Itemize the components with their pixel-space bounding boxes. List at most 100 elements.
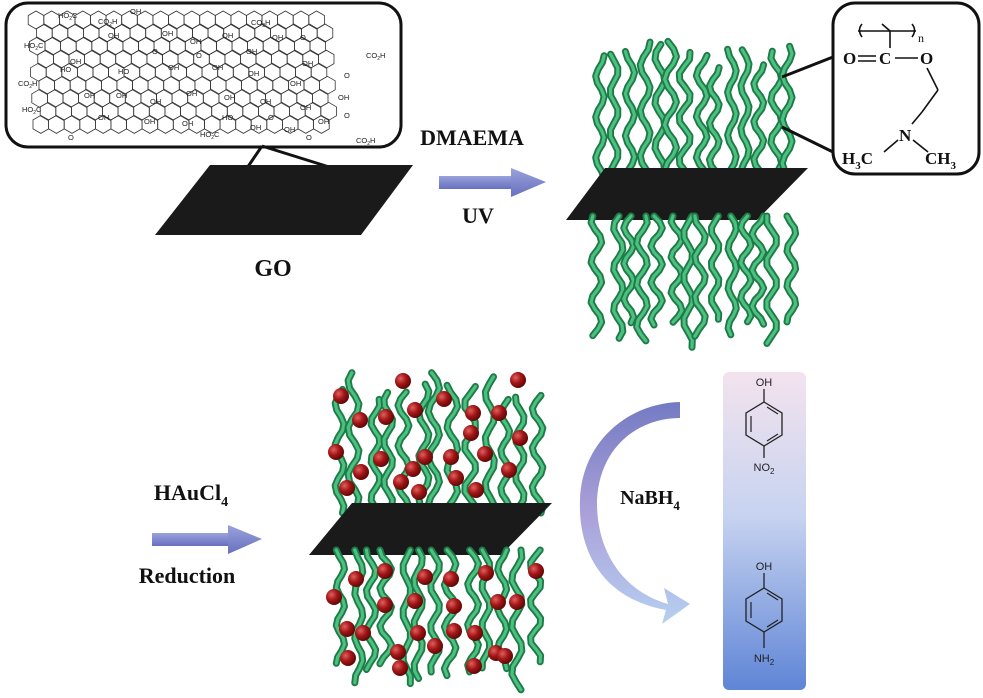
polymer-chain-highlight [649,214,664,327]
gold-nanoparticle [392,660,408,676]
polymer-chain-highlight [750,214,766,326]
polymer-chain-highlight [709,214,721,321]
carbonyl-carbon: C [879,49,891,68]
methyl-right: CH3 [925,149,957,172]
go-hexagon-ring [320,101,337,121]
polymer-chain-highlight [693,214,707,338]
polymer-chain-highlight [514,395,526,515]
go-hexagon-ring [317,49,335,69]
polymer-chain-highlight [635,214,649,343]
gold-nanoparticle [427,638,443,654]
polymer-chain-highlight [445,383,460,515]
polymer-chain-highlight [739,214,753,324]
step2-arrow [152,525,262,554]
reaction-panel-background [723,372,806,690]
gold-nanoparticle [395,373,411,389]
polymer-chain-highlight [623,49,637,180]
go-functional-group-label: OH [130,7,141,16]
go-functional-group-label: OH [162,29,173,38]
gold-nanoparticle [373,451,389,467]
au-brush-lower-chains [332,546,545,694]
gold-nanoparticle [390,644,406,660]
gold-nanoparticle [333,388,349,404]
gold-nanoparticle [407,402,423,418]
gold-nanoparticle [352,412,368,428]
gold-nanoparticle [405,461,421,477]
go-functional-group-label: OH [70,57,81,66]
polymer-chain-highlight [426,371,441,515]
go-functional-group-label: OH [338,93,349,102]
go-hexagon-ring [308,10,325,30]
polymer-chain-highlight [726,47,738,180]
go-sheet [155,165,413,235]
gold-nanoparticle [468,482,484,498]
go-hexagon-ring [311,88,329,108]
polymer-chain-highlight [663,39,678,180]
gold-nanoparticle [353,464,369,480]
go-functional-group-label: O [306,133,312,142]
uv-label: UV [462,203,494,228]
polymer-chain-highlight [364,548,378,672]
nitro-group: NO2 [754,462,776,476]
polymer-chain-highlight [612,214,625,340]
go-functional-group-label: O [152,47,158,56]
polymer-chain-highlight [694,53,709,180]
go-functional-group-label: OH [260,97,271,106]
go-functional-group-label: OH [108,31,119,40]
polymer-chain-highlight [765,214,778,345]
polymer-chain-highlight [682,214,694,349]
gold-nanoparticle [355,625,371,641]
go-functional-group-label: OH [246,47,257,56]
gold-nanoparticle [340,650,356,666]
go-functional-group-label: HO2C [22,105,42,116]
go-functional-group-label: CO2H [98,17,117,28]
nitrophenol-hydroxyl: OH [756,377,773,389]
gold-nanoparticle [378,409,394,425]
nitrophenol-reduction-panel: OH NO2 OH NH2 [723,372,806,690]
gold-nanoparticle [339,480,355,496]
go-functional-group-label: OH [212,63,223,72]
gold-nanoparticle [466,658,482,674]
catalysis-curved-arrow [579,402,690,624]
go-functional-group-label: HO2C [24,41,44,52]
go-sheet-au-hybrid [309,503,552,555]
go-functional-group-label: OH [144,117,155,126]
go-functional-group-label: HO [222,113,233,122]
go-functional-group-label: OH [182,119,193,128]
polymer-chain-highlight [530,393,545,515]
gold-nanoparticle [417,449,433,465]
go-functional-group-label: HO [118,67,129,76]
gold-nanoparticle [436,391,452,407]
polymer-chain-highlight [369,397,382,515]
gold-nanoparticle [528,563,544,579]
polymer-chain-highlight [780,44,794,180]
amine-group: NH2 [754,653,775,667]
reduction-label: Reduction [139,563,236,588]
polymer-chain-highlight [653,42,667,180]
polymer-chain-highlight [707,66,721,180]
gold-nanoparticle [377,597,393,613]
go-functional-group-label: OH [190,37,201,46]
polymer-chain-highlight [669,214,684,324]
gold-nanoparticle [411,484,427,500]
go-functional-group-label: OH [290,79,301,88]
gold-nanoparticle [446,598,462,614]
go-functional-group-label: O [344,111,350,120]
gold-nanoparticle [491,405,507,421]
gold-nanoparticle [510,372,526,388]
go-functional-group-label: OH [222,31,233,40]
gold-nanoparticle [463,425,479,441]
go-functional-group-label: O [268,113,274,122]
go-functional-group-label: CO2H [251,18,270,29]
au-nanoparticles-upper [328,372,528,500]
go-hexagon-ring [309,36,327,56]
polymer-chain-highlight [677,50,692,180]
polymer-chain-highlight [785,214,798,324]
go-label: GO [254,256,291,282]
polymer-chain-highlight [622,214,636,325]
gold-nanoparticle [417,569,433,585]
carbonyl-oxygen: O [843,49,856,68]
polymer-chain-highlight [739,48,751,180]
